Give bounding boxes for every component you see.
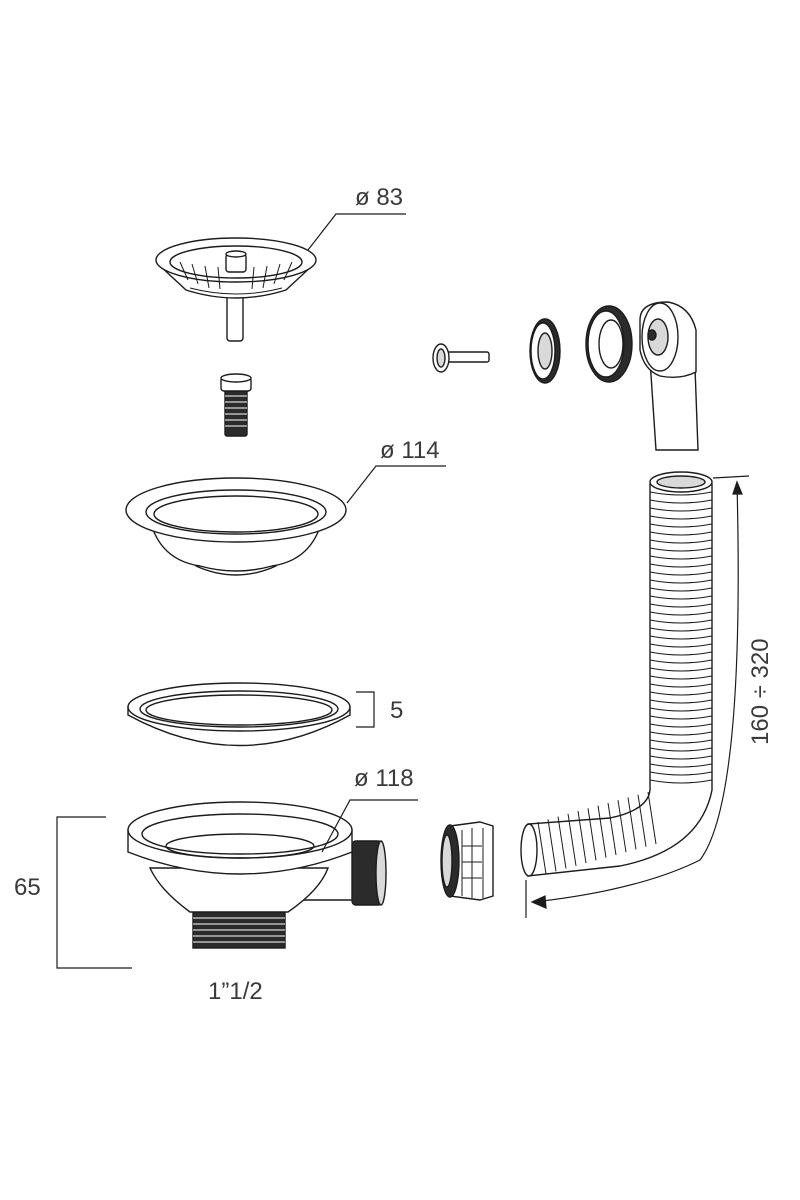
gasket-thickness-bracket (356, 691, 375, 728)
overflow-washer (529, 318, 561, 384)
strainer-diameter-label: ø 83 (355, 184, 403, 211)
hose-length-label: 160 ÷ 320 (747, 638, 774, 745)
gasket-thickness-label: 5 (390, 697, 403, 724)
threaded-spindle (220, 373, 252, 437)
overflow-screw (432, 343, 490, 373)
hose-nut (440, 821, 494, 901)
body-height-bracket (56, 816, 132, 969)
body-leader-line (321, 799, 418, 853)
strainer-basket (155, 237, 317, 342)
rubber-gasket (127, 682, 351, 747)
body-diameter-label: ø 118 (354, 765, 414, 792)
body-height-label: 65 (14, 874, 41, 901)
overflow-outlet (639, 301, 699, 451)
overflow-seal-ring (585, 305, 633, 383)
hose-length-dimension (525, 475, 750, 918)
sink-flange (125, 477, 347, 576)
thread-size-label: 1”1/2 (208, 978, 263, 1005)
flexible-hose (520, 471, 713, 877)
flange-leader-line (346, 465, 446, 504)
flange-diameter-label: ø 114 (380, 437, 440, 464)
strainer-leader-line (307, 213, 406, 251)
drain-body (127, 801, 387, 949)
